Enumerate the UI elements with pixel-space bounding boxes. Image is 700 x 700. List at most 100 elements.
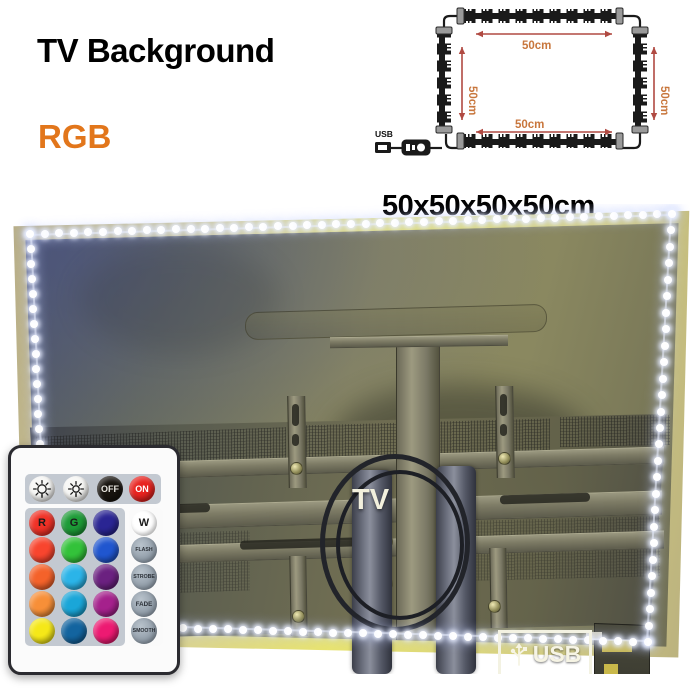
led-dot [30, 335, 39, 343]
led-dot [32, 380, 41, 388]
led-dot [33, 395, 42, 403]
led-dot [419, 217, 428, 226]
remote-color-button-r4c2[interactable] [61, 591, 87, 617]
led-dot [157, 225, 166, 234]
remote-color-button-r5c3[interactable] [93, 618, 119, 644]
led-dot [28, 290, 37, 298]
diagram-bottom-dimension: 50cm [515, 119, 544, 131]
remote-color-button-r3c2[interactable] [61, 564, 87, 590]
led-dot [209, 624, 217, 633]
led-dot [344, 629, 352, 637]
led-dot [419, 631, 427, 640]
led-dot [660, 341, 669, 350]
remote-function-button-smooth-label: SMOOTH [132, 628, 156, 634]
led-dot [522, 214, 531, 223]
diagram-usb-plug [375, 142, 391, 153]
remote-color-button-r1c3[interactable] [93, 510, 119, 536]
usb-callout-badge: USB [498, 630, 592, 674]
led-dot [554, 635, 562, 644]
led-dot [644, 638, 652, 646]
led-dot [463, 216, 472, 225]
mount-plate-slot-4 [500, 424, 507, 436]
diagram-dimension-arrows [458, 30, 658, 136]
remote-function-button-w[interactable]: W [131, 510, 157, 536]
led-dot [34, 410, 43, 418]
remote-color-button-r1c2[interactable]: G [61, 510, 87, 536]
led-dot [666, 242, 675, 251]
remote-function-button-strobe[interactable]: STROBE [131, 564, 157, 590]
led-dot [274, 222, 283, 231]
led-dot [434, 631, 442, 640]
io-port-yellow-1 [602, 640, 632, 652]
remote-color-button-r3c3[interactable] [93, 564, 119, 590]
remote-color-button-r2c2[interactable] [61, 537, 87, 563]
remote-function-button-w-label: W [138, 517, 150, 529]
led-dot [656, 424, 664, 432]
led-dot [254, 626, 262, 635]
led-dot [84, 228, 93, 237]
led-dot [113, 227, 122, 236]
remote-color-button-r4c3[interactable] [93, 591, 119, 617]
led-dot [595, 212, 604, 221]
led-dot [668, 210, 676, 218]
rgb-subtitle: RGB [38, 118, 112, 155]
led-dot [347, 220, 355, 228]
remote-function-button-smooth[interactable]: SMOOTH [131, 618, 157, 644]
led-dot [28, 275, 37, 283]
led-dot [376, 219, 385, 228]
mount-plate-right-lower [489, 548, 508, 628]
io-port-usb-socket [586, 632, 602, 640]
led-dot [565, 213, 574, 222]
led-dot [507, 215, 516, 223]
remote-color-button-r5c1[interactable] [29, 618, 55, 644]
led-dot [479, 633, 487, 642]
led-dot [31, 350, 40, 358]
led-dot [26, 230, 34, 238]
led-dot [650, 522, 659, 531]
mount-plate-slot-2 [292, 434, 299, 446]
led-dot [389, 630, 397, 639]
remote-color-button-r4c1[interactable] [29, 591, 55, 617]
led-dot [665, 259, 674, 268]
led-dot [434, 217, 443, 226]
remote-color-button-r1c1[interactable]: R [29, 510, 55, 536]
remote-button-on[interactable]: ON [129, 476, 155, 502]
led-dot [179, 624, 187, 633]
led-dot [609, 211, 618, 220]
led-dot [614, 637, 622, 646]
brightness-up-icon [32, 479, 52, 499]
led-dot [644, 621, 653, 630]
led-dot [524, 634, 532, 643]
led-dot [492, 215, 501, 224]
mount-screw-4 [488, 600, 501, 613]
led-dot [35, 425, 43, 433]
led-dot [449, 632, 457, 641]
led-dot [405, 218, 414, 227]
led-dot [299, 627, 307, 636]
usb-badge-label: USB [532, 640, 582, 667]
remote-button-off[interactable]: OFF [97, 476, 123, 502]
remote-color-button-r2c1[interactable] [29, 537, 55, 563]
led-dot [32, 365, 41, 373]
remote-color-button-r1c1-label: R [38, 516, 46, 529]
remote-button-brightness-up[interactable] [29, 476, 55, 502]
remote-function-button-fade-label: FADE [135, 600, 153, 608]
remote-function-button-flash[interactable]: FLASH [131, 537, 157, 563]
remote-function-button-fade[interactable]: FADE [131, 591, 157, 617]
led-dot [464, 632, 472, 641]
mount-screw-1 [290, 462, 303, 475]
led-dot [649, 539, 658, 548]
diagram-wires [390, 14, 642, 150]
remote-color-button-r3c1[interactable] [29, 564, 55, 590]
led-dot [478, 215, 487, 224]
led-dot [259, 222, 268, 231]
remote-color-button-r2c3[interactable] [93, 537, 119, 563]
led-dot [69, 228, 78, 237]
remote-button-brightness-down[interactable] [63, 476, 89, 502]
led-dot [390, 218, 399, 227]
led-dot [551, 213, 560, 222]
led-dot [186, 225, 195, 233]
diagram-left-dimension: 50cm [466, 86, 478, 115]
remote-color-button-r5c2[interactable] [61, 618, 87, 644]
